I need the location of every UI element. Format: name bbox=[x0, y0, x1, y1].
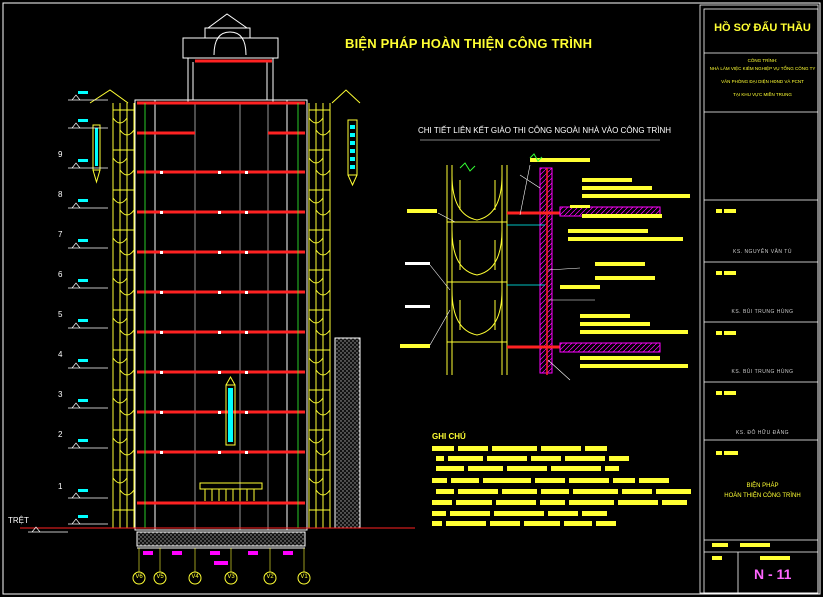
axis-label: V4 bbox=[191, 574, 199, 580]
drawing-name-line: BIỆN PHÁP bbox=[746, 483, 779, 489]
scaffold-connection-detail bbox=[400, 139, 690, 381]
sheet-number: N - 11 bbox=[754, 566, 792, 582]
title-block bbox=[699, 4, 819, 594]
axis-label: V1 bbox=[300, 574, 308, 580]
level-label: 1 bbox=[58, 482, 63, 491]
drawing-main-title: BIỆN PHÁP HOÀN THIỆN CÔNG TRÌNH bbox=[345, 36, 593, 51]
left-scaffold bbox=[112, 103, 135, 528]
project-name-line: TẠI KHU VỰC MIỀN TRUNG bbox=[733, 92, 792, 97]
notes-block bbox=[432, 446, 691, 526]
level-label: 7 bbox=[58, 230, 63, 239]
signer-name: KS. ĐỖ HỮU ĐĂNG bbox=[735, 430, 790, 436]
axis-label: V3 bbox=[227, 574, 235, 580]
title-block-header: HỒ SƠ ĐẤU THẦU bbox=[714, 22, 811, 34]
level-label: 2 bbox=[58, 430, 63, 439]
detail-title: CHI TIẾT LIÊN KẾT GIÀO THI CÔNG NGOÀI NH… bbox=[418, 126, 672, 135]
axis-label: V2 bbox=[266, 574, 274, 580]
level-label: 9 bbox=[58, 150, 63, 159]
axis-label: V5 bbox=[156, 574, 164, 580]
signer-name: KS. BÙI TRUNG HÙNG bbox=[731, 309, 794, 315]
project-name-line: NHÀ LÀM VIỆC KIÊM NGHIỆP VỤ TỔNG CÔNG TY bbox=[709, 66, 816, 71]
ground-level-label: TRỆT bbox=[8, 516, 29, 525]
building-elevation bbox=[20, 13, 415, 585]
signer-name: KS. BÙI TRUNG HÙNG bbox=[731, 369, 794, 375]
level-label: 5 bbox=[58, 310, 63, 319]
level-label: 4 bbox=[58, 350, 63, 359]
level-label: 8 bbox=[58, 190, 63, 199]
axis-label: V6 bbox=[135, 574, 143, 580]
project-name-line: VĂN PHÒNG ĐẠI DIỆN HĐND VÀ PCNT bbox=[721, 79, 804, 84]
level-label: 6 bbox=[58, 270, 63, 279]
drawing-name-line: HOÀN THIỆN CÔNG TRÌNH bbox=[724, 493, 801, 499]
right-scaffold bbox=[308, 103, 331, 528]
project-label: CÔNG TRÌNH: bbox=[747, 58, 778, 63]
notes-title: GHI CHÚ bbox=[432, 432, 466, 441]
level-label: 3 bbox=[58, 390, 63, 399]
signer-name: KS. NGUYỄN VĂN TÚ bbox=[733, 249, 792, 255]
